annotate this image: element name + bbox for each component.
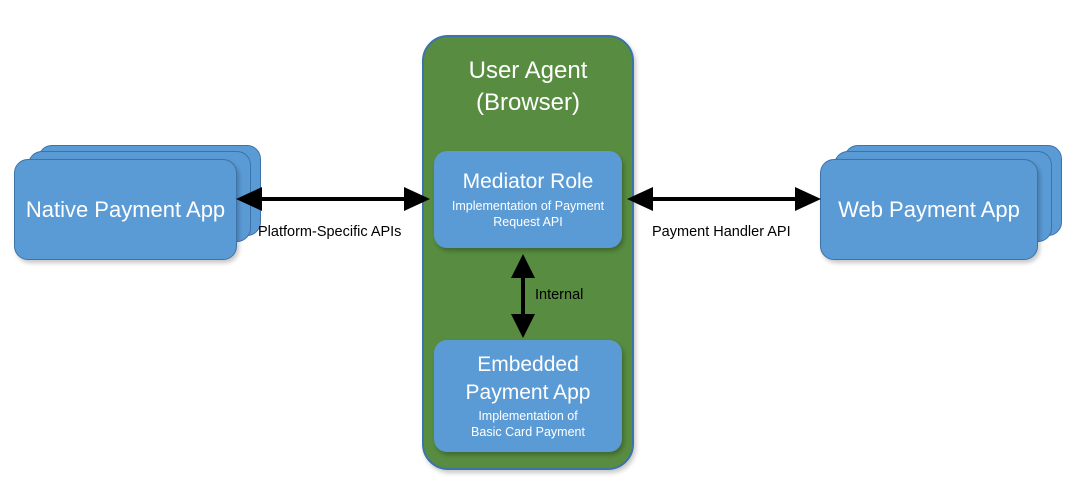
embedded-app-title-line2: Payment App	[465, 381, 591, 404]
arrow-head-left-icon	[236, 187, 262, 211]
native-app-layer-front: Native Payment App	[14, 159, 237, 260]
arrow-head-up-icon	[511, 254, 535, 278]
embedded-app-title-line1: Embedded	[477, 352, 579, 376]
connector-left-label: Platform-Specific APIs	[258, 224, 402, 240]
user-agent-title-line2: (Browser)	[475, 88, 580, 116]
arrow-head-left-icon	[627, 187, 653, 211]
connector-internal-label: Internal	[535, 287, 584, 303]
arrow-head-right-icon	[795, 187, 821, 211]
mediator-role-subtitle-line1: Implementation of Payment	[451, 198, 605, 213]
mediator-role-subtitle-line2: Request API	[493, 214, 563, 229]
user-agent-title: User Agent (Browser)	[424, 55, 632, 118]
node-web-payment-app[interactable]: Web Payment App	[820, 145, 1062, 260]
web-app-layer-front: Web Payment App	[820, 159, 1038, 260]
web-app-label: Web Payment App	[838, 196, 1020, 222]
embedded-app-subtitle-line2: Basic Card Payment	[471, 425, 585, 440]
user-agent-title-line1: User Agent	[468, 57, 588, 84]
mediator-role-title: Mediator Role	[462, 170, 594, 194]
connector-right-arrow	[627, 187, 821, 211]
arrow-head-right-icon	[404, 187, 430, 211]
embedded-app-subtitle-line1: Implementation of	[478, 409, 578, 424]
connector-right-label: Payment Handler API	[652, 224, 791, 240]
connector-left-arrow	[236, 187, 430, 211]
node-embedded-payment-app[interactable]: Embedded Payment App Implementation of B…	[434, 340, 622, 452]
node-mediator-role[interactable]: Mediator Role Implementation of Payment …	[434, 151, 622, 248]
arrow-head-down-icon	[511, 314, 535, 338]
node-native-payment-app[interactable]: Native Payment App	[14, 145, 261, 260]
native-app-label: Native Payment App	[25, 196, 226, 222]
connector-internal-arrow	[511, 254, 535, 338]
